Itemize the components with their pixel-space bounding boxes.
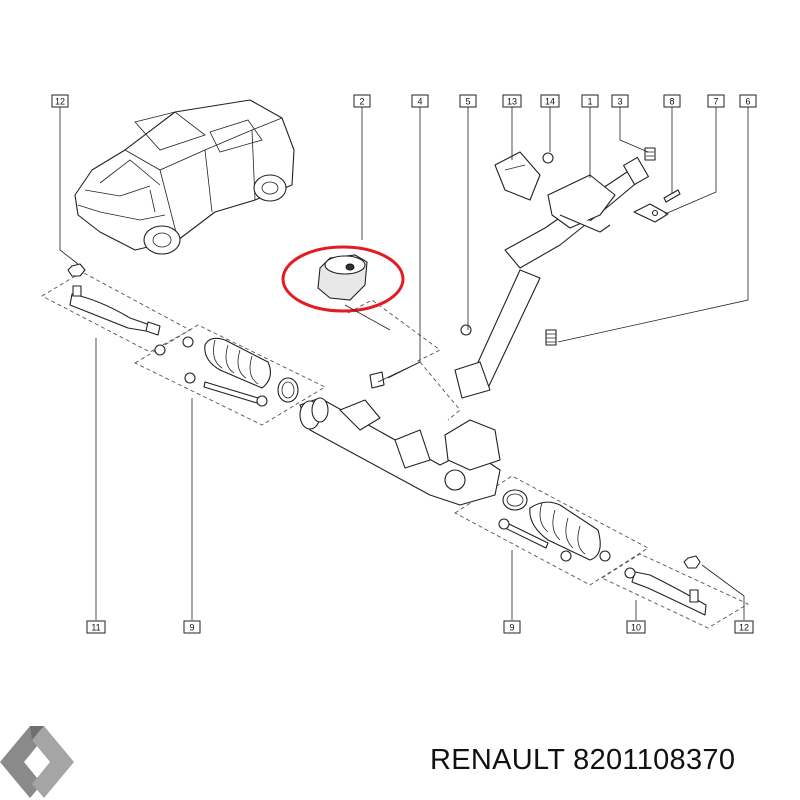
screw-part-6 xyxy=(545,329,557,346)
tie-rod-end-right-part xyxy=(624,567,707,616)
ref-label-12-top: 12 xyxy=(51,94,69,108)
ref-label-8: 8 xyxy=(663,94,681,108)
tie-rod-end-left-part xyxy=(69,285,161,336)
svg-text:12: 12 xyxy=(55,97,65,107)
steering-boot-right-part xyxy=(498,489,611,562)
svg-text:14: 14 xyxy=(545,97,555,107)
steering-column-part xyxy=(454,156,649,399)
svg-text:5: 5 xyxy=(465,97,470,107)
part-caption: RENAULT 8201108370 xyxy=(430,744,735,777)
bolt-part-4 xyxy=(369,371,385,389)
screw-part-14 xyxy=(542,152,554,164)
ref-label-13: 13 xyxy=(502,94,522,108)
ref-label-12-bottom: 12 xyxy=(734,620,754,634)
steering-boot-left-part xyxy=(203,337,299,407)
svg-text:12: 12 xyxy=(739,623,749,633)
svg-text:6: 6 xyxy=(745,97,750,107)
ref-label-2: 2 xyxy=(353,94,371,108)
ref-label-11: 11 xyxy=(86,620,106,634)
ref-label-3: 3 xyxy=(611,94,629,108)
svg-text:4: 4 xyxy=(417,97,422,107)
svg-text:3: 3 xyxy=(617,97,622,107)
svg-text:9: 9 xyxy=(189,623,194,633)
steering-bush-part xyxy=(317,254,368,301)
svg-text:7: 7 xyxy=(713,97,718,107)
steering-rack-part xyxy=(299,397,501,506)
svg-text:11: 11 xyxy=(91,623,100,633)
bolt-part-8 xyxy=(663,189,681,203)
part-number: 8201108370 xyxy=(573,744,736,776)
clamp-part-13 xyxy=(494,151,541,201)
ref-label-14: 14 xyxy=(540,94,560,108)
ref-label-4: 4 xyxy=(411,94,429,108)
ref-label-5: 5 xyxy=(459,94,477,108)
renault-logo-icon xyxy=(0,726,74,798)
ref-label-10: 10 xyxy=(626,620,646,634)
svg-text:8: 8 xyxy=(669,97,674,107)
ref-label-7: 7 xyxy=(707,94,725,108)
svg-text:10: 10 xyxy=(631,623,641,633)
vehicle-illustration xyxy=(74,99,295,255)
nut-part-12-right xyxy=(683,555,701,569)
brand-name: RENAULT xyxy=(430,744,565,776)
bolt-part-3 xyxy=(644,147,656,161)
svg-text:13: 13 xyxy=(507,97,517,107)
ref-label-9-right: 9 xyxy=(503,620,521,634)
ref-label-6: 6 xyxy=(739,94,757,108)
svg-text:2: 2 xyxy=(359,97,364,107)
ref-label-1: 1 xyxy=(581,94,599,108)
small-nut-left xyxy=(154,336,196,384)
svg-text:1: 1 xyxy=(587,97,592,107)
highlight-circle xyxy=(281,245,405,313)
nut-part-12-left xyxy=(67,263,86,277)
bracket-part-7 xyxy=(633,203,669,223)
ref-label-9-left: 9 xyxy=(183,620,201,634)
svg-text:9: 9 xyxy=(509,623,514,633)
